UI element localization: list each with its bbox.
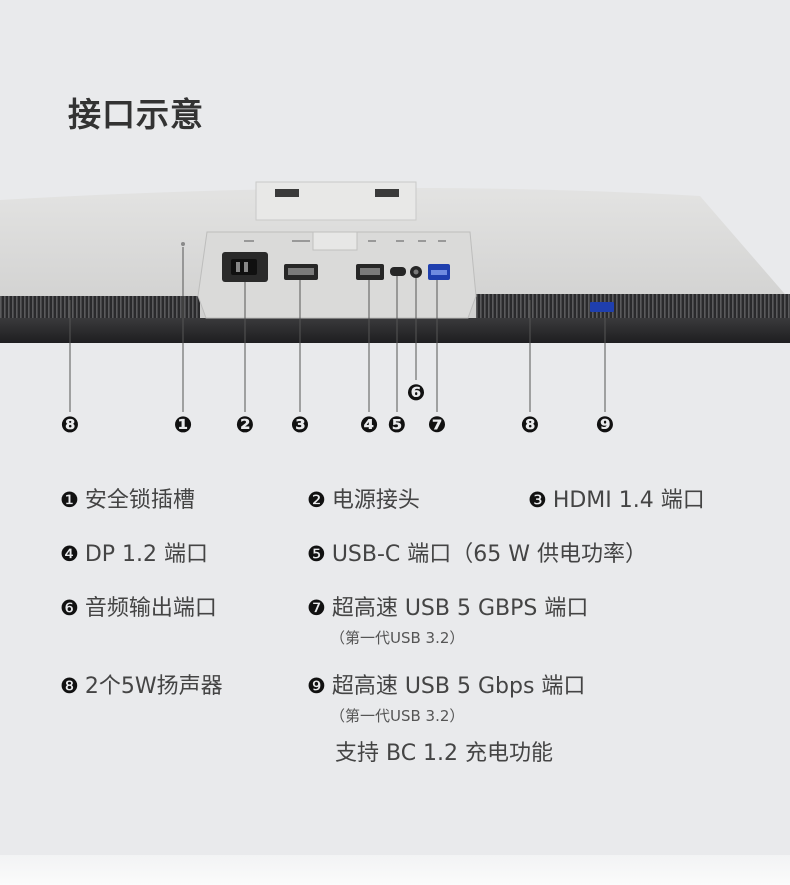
legend-label: 安全锁插槽 xyxy=(84,488,195,513)
callout-7: ❼ xyxy=(428,413,447,438)
legend-num: ❺ xyxy=(307,542,326,566)
usb-side-port xyxy=(590,302,614,312)
speaker-grille-right xyxy=(476,294,790,320)
callout-1: ❶ xyxy=(174,413,193,438)
legend-label: 电源接头 xyxy=(331,488,420,513)
bottom-bezel xyxy=(0,318,790,343)
legend-label: 2个5W扬声器 xyxy=(84,674,223,699)
legend-label: HDMI 1.4 端口 xyxy=(552,488,705,513)
legend-label: 超高速 USB 5 Gbps 端口 xyxy=(331,674,586,699)
legend-label: 音频输出端口 xyxy=(84,596,217,621)
callout-5: ❺ xyxy=(388,413,407,438)
monitor-rear-illustration: ❽ ❶ ❷ ❸ ❹ ❺ ❻ ❼ ❽ ❾ xyxy=(0,181,790,438)
legend-num: ❸ xyxy=(528,488,547,512)
legend-num: ❷ xyxy=(307,488,326,512)
legend-num: ❼ xyxy=(307,596,326,620)
callout-3: ❸ xyxy=(291,413,310,438)
legend-num: ❻ xyxy=(60,596,79,620)
callout-leader-lines xyxy=(69,247,606,412)
speaker-grille-left xyxy=(0,296,200,320)
legend-sub-usb-a-rear: （第一代USB 3.2） xyxy=(330,629,465,647)
callout-4: ❹ xyxy=(360,413,379,438)
legend-sub-usb-a-side: （第一代USB 3.2） xyxy=(330,707,465,725)
callout-8-left: ❽ xyxy=(61,413,80,438)
callout-8-right: ❽ xyxy=(521,413,540,438)
security-slot xyxy=(181,242,185,246)
legend-num: ❹ xyxy=(60,542,79,566)
callout-2: ❷ xyxy=(236,413,255,438)
legend-label: USB-C 端口（65 W 供电功率） xyxy=(331,542,648,567)
page-title: 接口示意 xyxy=(68,95,204,134)
legend-num: ❶ xyxy=(60,488,79,512)
callout-9: ❾ xyxy=(596,413,615,438)
legend-num: ❽ xyxy=(60,674,79,698)
footer-band xyxy=(0,855,790,885)
legend-num: ❾ xyxy=(307,674,326,698)
port-panel xyxy=(197,231,477,319)
legend-label: DP 1.2 端口 xyxy=(84,542,209,567)
legend-extra-bc-charging: 支持 BC 1.2 充电功能 xyxy=(335,741,554,766)
callout-6: ❻ xyxy=(407,381,426,406)
legend-label: 超高速 USB 5 GBPS 端口 xyxy=(331,596,589,621)
